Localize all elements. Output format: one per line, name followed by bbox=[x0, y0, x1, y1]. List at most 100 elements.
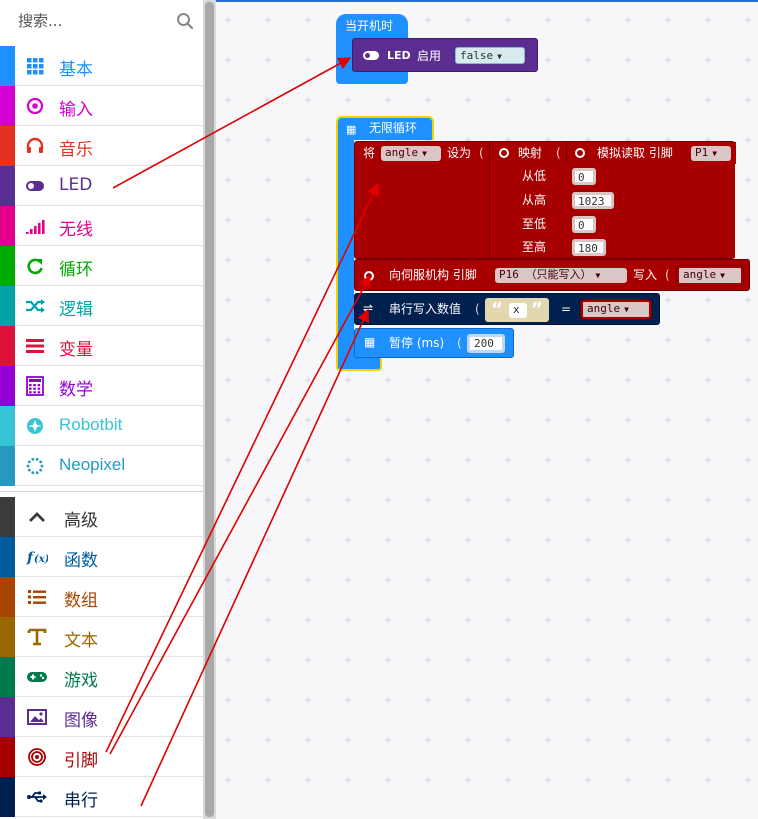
category-color-bar bbox=[0, 697, 15, 737]
scrollbar-thumb[interactable] bbox=[205, 2, 214, 817]
category-label: 游戏 bbox=[64, 671, 98, 691]
pin-target-icon bbox=[26, 747, 48, 767]
category-color-bar bbox=[0, 737, 15, 777]
category-color-bar bbox=[0, 537, 15, 577]
serial-write-block[interactable]: ⇌ 串行写入数值 ( “ x ” = angle▼ bbox=[354, 293, 660, 325]
text-join-block[interactable]: “ x ” bbox=[485, 298, 549, 322]
chevron-down-icon: ▼ bbox=[624, 305, 629, 314]
search-icon[interactable] bbox=[176, 12, 194, 30]
category-image[interactable]: 图像 bbox=[0, 697, 203, 737]
servo-value-variable[interactable]: angle▼ bbox=[676, 265, 744, 286]
category-shuffle[interactable]: 逻辑 bbox=[0, 286, 203, 326]
category-color-bar bbox=[0, 246, 15, 286]
forever-body bbox=[336, 138, 354, 356]
serial-name-input[interactable]: x bbox=[509, 303, 527, 318]
image-icon bbox=[26, 707, 48, 727]
chevron-down-icon: ▼ bbox=[720, 271, 725, 280]
set-keyword: 将 bbox=[363, 146, 376, 160]
forever-block[interactable]: ▦ 无限循环 bbox=[336, 116, 434, 140]
category-label: LED bbox=[59, 175, 93, 195]
analog-pin-dropdown[interactable]: P1▼ bbox=[691, 146, 731, 161]
category-grid[interactable]: 基本 bbox=[0, 46, 203, 86]
servo-write-label: 写入 bbox=[633, 268, 658, 282]
to-low-input[interactable]: 0 bbox=[572, 216, 596, 233]
category-usb[interactable]: 串行 bbox=[0, 777, 203, 817]
pause-input[interactable]: 200 bbox=[467, 334, 505, 353]
chevron-down-icon: ▼ bbox=[422, 149, 427, 158]
category-signal-bars[interactable]: 无线 bbox=[0, 206, 203, 246]
category-list-lines[interactable]: 变量 bbox=[0, 326, 203, 366]
signal-bars-icon bbox=[24, 216, 46, 236]
analog-read-label: 模拟读取 引脚 bbox=[597, 146, 673, 160]
serial-label: 串行写入数值 bbox=[389, 302, 462, 316]
map-label: 映射 bbox=[518, 146, 543, 160]
category-label: 串行 bbox=[64, 791, 98, 811]
to-low-label: 至低 bbox=[522, 217, 547, 231]
led-value-dropdown[interactable]: false▼ bbox=[455, 47, 525, 64]
led-action-label: 启用 bbox=[417, 49, 442, 63]
from-high-input[interactable]: 1023 bbox=[572, 192, 614, 209]
variable-name: angle bbox=[385, 146, 419, 159]
category-color-bar bbox=[0, 406, 15, 446]
serial-value-variable[interactable]: angle▼ bbox=[580, 299, 652, 320]
from-low-input[interactable]: 0 bbox=[572, 168, 596, 185]
workspace-grid bbox=[225, 17, 751, 783]
pin-target-icon bbox=[364, 271, 374, 281]
category-ring[interactable]: Neopixel bbox=[0, 446, 203, 486]
toggle-icon bbox=[363, 51, 379, 60]
category-color-bar bbox=[0, 326, 15, 366]
category-text-t[interactable]: 文本 bbox=[0, 617, 203, 657]
category-calculator[interactable]: 数学 bbox=[0, 366, 203, 406]
servo-pin-dropdown[interactable]: P16 （只能写入）▼ bbox=[495, 268, 627, 283]
category-target[interactable]: 输入 bbox=[0, 86, 203, 126]
to-high-input[interactable]: 180 bbox=[572, 239, 606, 256]
quote-open: “ bbox=[491, 299, 503, 320]
usb-icon bbox=[26, 787, 48, 807]
ring-icon bbox=[24, 456, 46, 476]
category-gamepad[interactable]: 游戏 bbox=[0, 657, 203, 697]
led-value: false bbox=[460, 49, 494, 62]
category-function[interactable]: f(x)函数 bbox=[0, 537, 203, 577]
search-input[interactable] bbox=[4, 2, 194, 40]
target-icon bbox=[499, 148, 509, 158]
category-chevron-up[interactable]: 高级 bbox=[0, 497, 203, 537]
category-label: 高级 bbox=[64, 511, 98, 531]
toolbox-scrollbar[interactable] bbox=[203, 0, 216, 819]
category-label: 文本 bbox=[64, 631, 98, 651]
category-color-bar bbox=[0, 46, 15, 86]
toggle-icon bbox=[24, 176, 46, 196]
svg-text:f: f bbox=[26, 550, 36, 566]
chevron-up-icon bbox=[26, 507, 48, 527]
servo-write-block[interactable]: 向伺服机构 引脚 P16 （只能写入）▼ 写入 ( angle▼ bbox=[354, 259, 750, 291]
category-color-bar bbox=[0, 166, 15, 206]
from-low-label: 从低 bbox=[522, 169, 547, 183]
chevron-down-icon: ▼ bbox=[712, 149, 718, 158]
category-headphones[interactable]: 音乐 bbox=[0, 126, 203, 166]
category-numbered-list[interactable]: 数组 bbox=[0, 577, 203, 617]
set-variable-block[interactable]: 将 angle▼ 设为 ( 映射 ( 模拟读取 引脚 P1▼ 从低 0 从高 1… bbox=[354, 141, 736, 259]
pause-block[interactable]: ▦ 暂停 (ms) ( 200 bbox=[354, 328, 514, 358]
analog-read-block[interactable]: 模拟读取 引脚 P1▼ bbox=[566, 142, 736, 164]
category-loop[interactable]: 循环 bbox=[0, 246, 203, 286]
on-start-title: 当开机时 bbox=[345, 19, 394, 33]
set-paren: ( bbox=[479, 146, 484, 160]
category-pin-target[interactable]: 引脚 bbox=[0, 737, 203, 777]
map-block[interactable]: 映射 ( 模拟读取 引脚 P1▼ 从低 0 从高 1023 至低 0 至高 18… bbox=[489, 142, 736, 258]
variable-dropdown[interactable]: angle▼ bbox=[381, 146, 441, 161]
category-color-bar bbox=[0, 206, 15, 246]
search-box bbox=[4, 2, 200, 40]
on-start-footer bbox=[336, 72, 408, 84]
toolbox-divider bbox=[0, 486, 203, 492]
category-label: 逻辑 bbox=[59, 300, 93, 320]
to-high-label: 至高 bbox=[522, 240, 547, 254]
list-lines-icon bbox=[24, 336, 46, 356]
led-enable-block[interactable]: LED 启用 false▼ bbox=[352, 38, 538, 72]
category-toggle[interactable]: LED bbox=[0, 166, 203, 206]
category-label: 图像 bbox=[64, 711, 98, 731]
workspace[interactable]: 当开机时 LED 启用 false▼ ▦ 无限循环 将 angle▼ 设为 ( … bbox=[216, 0, 758, 819]
category-robot[interactable]: Robotbit bbox=[0, 406, 203, 446]
pause-paren: ( bbox=[457, 336, 462, 350]
category-color-bar bbox=[0, 126, 15, 166]
workspace-top-border bbox=[216, 0, 758, 2]
